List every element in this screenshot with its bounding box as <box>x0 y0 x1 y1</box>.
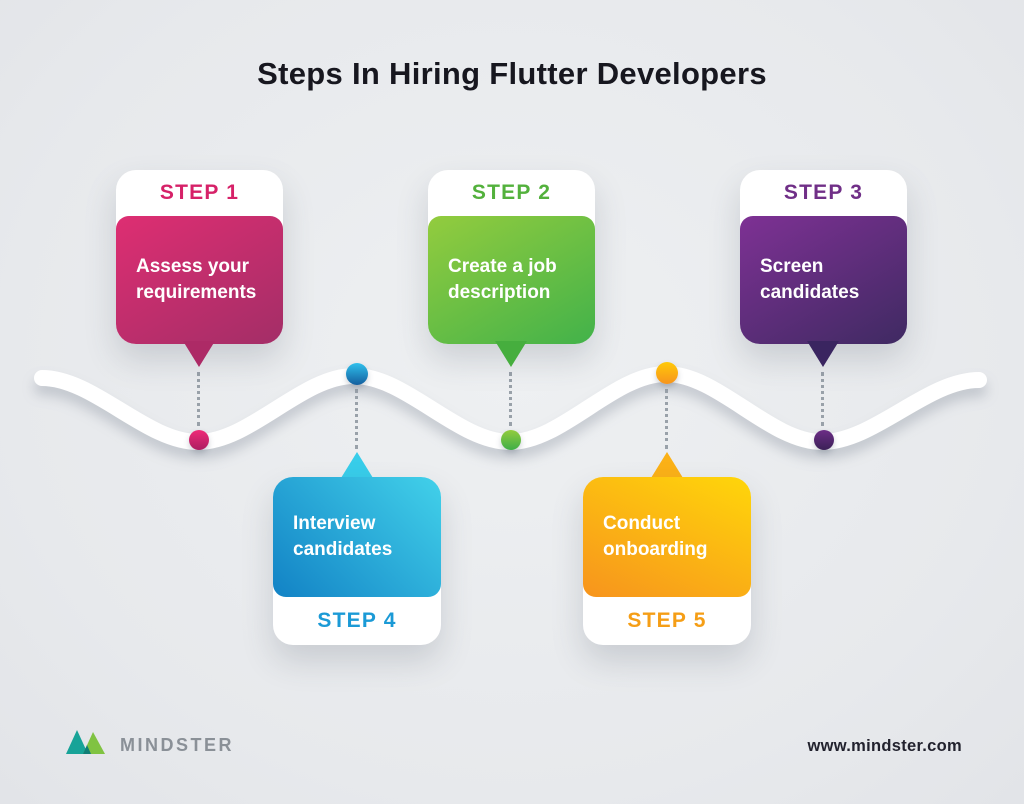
step-2-label: STEP 2 <box>471 181 552 204</box>
step-3-timeline-dot <box>814 430 834 450</box>
step-3-pointer <box>807 341 839 367</box>
step-1-timeline-dot <box>189 430 209 450</box>
step-5-connector <box>665 389 668 449</box>
step-2-timeline-dot <box>501 430 521 450</box>
step-2-description: Create a job description <box>428 216 595 344</box>
brand-name: MINDSTER <box>120 735 234 755</box>
step-3-label: STEP 3 <box>783 181 864 204</box>
page-title: Steps In Hiring Flutter Developers <box>257 56 767 91</box>
step-3-card: STEP 3 Screen candidates <box>740 170 907 344</box>
step-2-pointer <box>495 341 527 367</box>
step-1-header: STEP 1 <box>116 170 283 216</box>
step-5-description: Conduct onboarding <box>583 477 751 597</box>
step-3-connector <box>821 372 824 426</box>
step-5-label: STEP 5 <box>627 609 707 632</box>
step-3-header: STEP 3 <box>740 170 907 216</box>
step-2-card: STEP 2 Create a job description <box>428 170 595 344</box>
step-5-footer: STEP 5 <box>583 597 751 645</box>
step-1-card: STEP 1 Assess your requirements <box>116 170 283 344</box>
mindster-m-logo-icon <box>66 730 105 754</box>
step-1-connector <box>197 372 200 426</box>
step-4-label: STEP 4 <box>317 609 397 632</box>
step-4-connector <box>355 389 358 449</box>
step-4-card: Interview candidates STEP 4 <box>273 477 441 645</box>
step-4-footer: STEP 4 <box>273 597 441 645</box>
step-1-label: STEP 1 <box>159 181 240 204</box>
step-5-card: Conduct onboarding STEP 5 <box>583 477 751 645</box>
step-4-timeline-dot <box>346 363 368 385</box>
step-5-timeline-dot <box>656 362 678 384</box>
website-url: www.mindster.com <box>807 737 962 755</box>
step-4-pointer <box>341 452 373 478</box>
step-4-description: Interview candidates <box>273 477 441 597</box>
step-1-pointer <box>183 341 215 367</box>
step-3-description: Screen candidates <box>740 216 907 344</box>
step-2-connector <box>509 372 512 426</box>
step-5-pointer <box>651 452 683 478</box>
step-2-header: STEP 2 <box>428 170 595 216</box>
step-1-description: Assess your requirements <box>116 216 283 344</box>
